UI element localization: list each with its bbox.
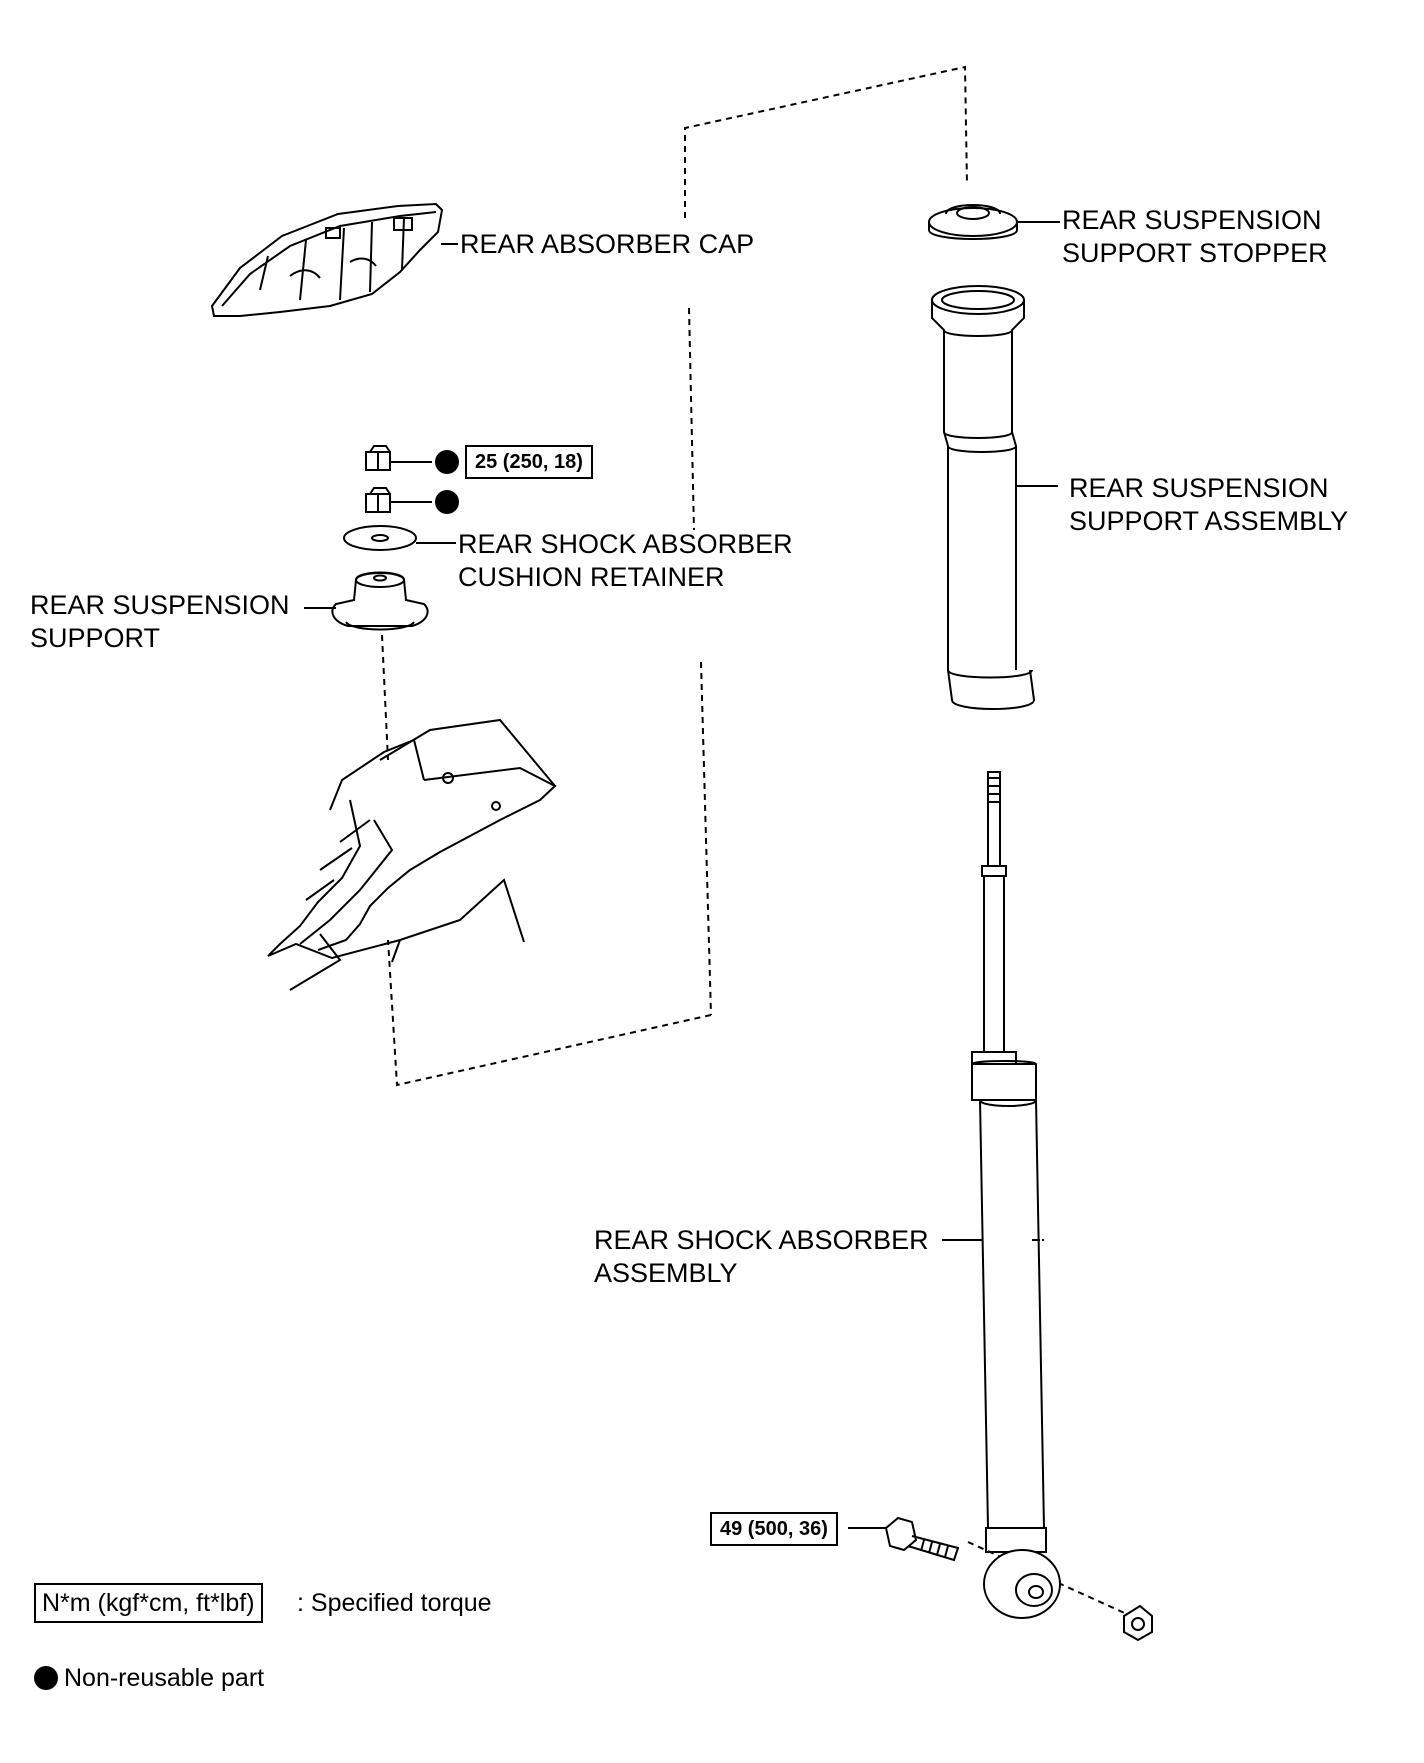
dashed-alignment-lines xyxy=(381,65,1141,1621)
shock-absorber-part xyxy=(971,771,1061,1619)
support-stopper-label-2: SUPPORT STOPPER xyxy=(1062,238,1328,268)
legend-torque-desc: : Specified torque xyxy=(297,1589,492,1617)
suspension-support-part xyxy=(304,571,429,631)
upper-nuts xyxy=(365,445,432,513)
shock-assembly-label-1: REAR SHOCK ABSORBER xyxy=(594,1225,929,1255)
label-leaders xyxy=(942,221,1060,1241)
support-assembly-label-2: SUPPORT ASSEMBLY xyxy=(1069,506,1349,536)
cushion-retainer-part xyxy=(343,525,456,551)
torque-lower-bolt-box: 49 (500, 36) xyxy=(710,1512,838,1546)
rear-absorber-cap-part xyxy=(210,202,458,317)
legend-non-reusable-desc: Non-reusable part xyxy=(64,1664,265,1692)
support-assembly-part xyxy=(931,285,1058,710)
non-reusable-marker-icon xyxy=(435,490,459,514)
rear-absorber-cap-label: REAR ABSORBER CAP xyxy=(460,229,755,259)
support-assembly-label-1: REAR SUSPENSION xyxy=(1069,473,1329,503)
lower-nut-part xyxy=(1123,1604,1153,1642)
lower-bolt-part xyxy=(848,1516,960,1562)
filled-circle-icon xyxy=(34,1666,58,1690)
legend-torque-unit-box: N*m (kgf*cm, ft*lbf) xyxy=(34,1583,263,1623)
cushion-retainer-label-1: REAR SHOCK ABSORBER xyxy=(458,529,793,559)
cushion-retainer-label-2: CUSHION RETAINER xyxy=(458,562,725,592)
shock-assembly-label-2: ASSEMBLY xyxy=(594,1258,738,1288)
support-stopper-part xyxy=(928,204,1058,240)
torque-upper-nut-box: 25 (250, 18) xyxy=(465,445,593,479)
suspension-support-label-1: REAR SUSPENSION xyxy=(30,590,290,620)
non-reusable-marker-icon xyxy=(435,450,459,474)
suspension-support-label-2: SUPPORT xyxy=(30,623,161,653)
body-panel-part xyxy=(267,718,557,991)
support-stopper-label-1: REAR SUSPENSION xyxy=(1062,205,1322,235)
